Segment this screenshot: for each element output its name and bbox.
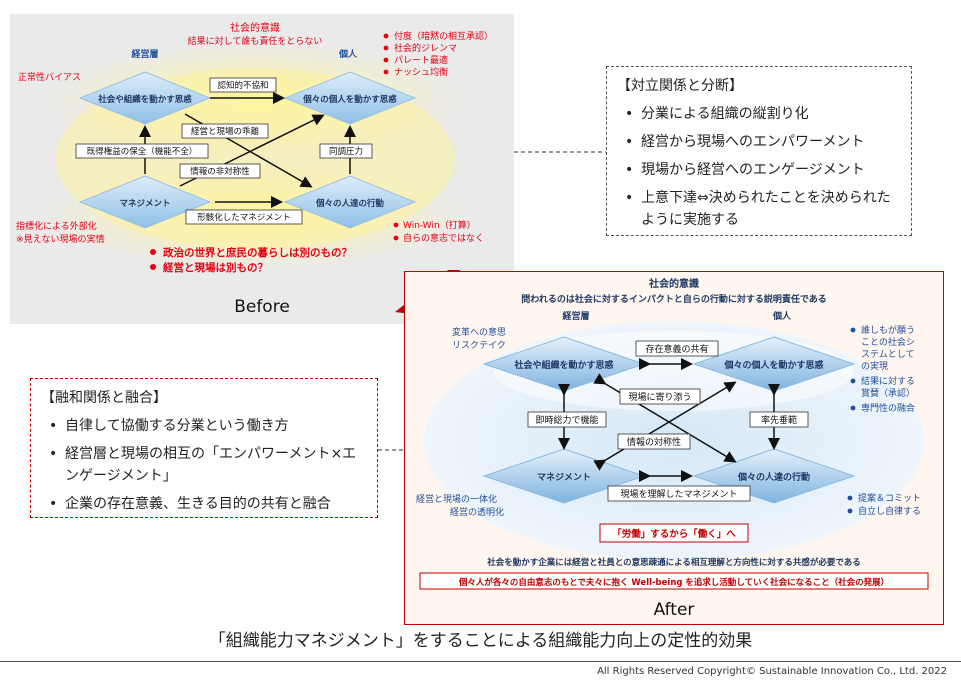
fusion-item: 企業の存在意義、生きる目的の共有と融合: [49, 493, 367, 515]
before-label-right: 同調圧力: [329, 146, 363, 157]
before-label-left: 既得権益の保全（機能不全）: [87, 146, 198, 157]
before-diamond-top-left: [78, 71, 212, 125]
fusion-item: 自律して協働する分業という働き方: [49, 415, 367, 437]
conflict-item: 経営から現場へのエンパワーメント: [625, 131, 901, 153]
svg-text:ナッシュ均衡: ナッシュ均衡: [394, 66, 448, 78]
before-label-info: 情報の非対称性: [190, 166, 250, 177]
before-label-bottom: 形骸化したマネジメント: [197, 212, 291, 223]
before-diamond-tl-label: 社会や組織を動かす思惑: [97, 94, 192, 105]
after-bullets-right: 誰しもが願う ことの社会シ ステムとして の実現 結果に対する 賞賛（承認） 専…: [850, 324, 915, 414]
before-diamond-bottom-left: [78, 175, 212, 229]
after-left-col: 経営層: [562, 310, 589, 322]
after-caption: After: [654, 600, 695, 620]
before-label-top: 認知的不協和: [217, 80, 268, 91]
after-label-top: 存在意義の共有: [645, 343, 708, 355]
conflict-box: 【対立関係と分断】 分業による組織の縦割り化 経営から現場へのエンパワーメント …: [606, 66, 912, 236]
after-label-right: 率先垂範: [761, 414, 797, 426]
after-bl-note2: 経営の透明化: [450, 506, 504, 518]
svg-text:結果に対する: 結果に対する: [861, 375, 915, 387]
after-left-note1: 変革への意思: [452, 326, 506, 338]
before-right-col: 個人: [338, 48, 358, 60]
before-diamond-tr-label: 個々の個人を動かす思惑: [302, 94, 397, 105]
svg-text:経営と現場は別もの？: 経営と現場は別もの？: [163, 261, 268, 274]
after-bottom1: 社会を動かす企業には経営と社員との意思疎通による相互理解と方向性に対する共感が必…: [486, 557, 861, 568]
fusion-box-heading: 【融和関係と融合】: [41, 390, 167, 406]
svg-text:Win-Win（打算）: Win-Win（打算）: [403, 219, 476, 231]
after-bullets-bottom-right: 提案＆コミット 自立し自律する: [847, 492, 921, 517]
after-label-bottom: 現場を理解したマネジメント: [620, 488, 737, 500]
before-label-mid: 経営と現場の乖離: [191, 126, 260, 137]
before-top-label: 社会的意識: [230, 21, 280, 34]
after-panel: 社会的意識 問われるのは社会に対するインパクトと自らの行動に対する説明責任である…: [404, 271, 944, 625]
fusion-box: 【融和関係と融合】 自律して協働する分業という働き方 経営層と現場の相互の「エン…: [30, 378, 378, 518]
before-diamond-bl-label: マネジメント: [119, 198, 170, 209]
fusion-item: 経営層と現場の相互の「エンパワーメント×エンゲージメント」: [49, 443, 367, 487]
after-diamond-bl-label: マネジメント: [537, 472, 591, 483]
after-right-col: 個人: [772, 310, 792, 322]
svg-text:ステムとして: ステムとして: [861, 349, 914, 360]
after-bottom2: 個々人が各々の自由意志のもとで夫々に抱く Well-being を追求し活動して…: [458, 577, 889, 588]
after-label-left: 即時総力で機能: [535, 414, 598, 426]
after-label-info: 情報の対称性: [627, 436, 681, 448]
svg-text:政治の世界と庶民の暮らしは別のもの？: 政治の世界と庶民の暮らしは別のもの？: [163, 246, 352, 259]
after-diamond-tr-label: 個々の個人を動かす思惑: [723, 359, 823, 371]
after-diamond-tl-label: 社会や組織を動かす思惑: [513, 359, 613, 371]
before-diamond-br-label: 個々の人達の行動: [315, 198, 385, 209]
svg-text:の実現: の実現: [861, 360, 888, 372]
svg-text:パレート最適: パレート最適: [394, 54, 448, 66]
before-left-col: 経営層: [131, 48, 158, 60]
before-top-sub: 結果に対して誰も責任をとらない: [188, 35, 323, 47]
before-caption: Before: [234, 297, 290, 317]
svg-text:自らの意志ではなく: 自らの意志ではなく: [403, 232, 484, 244]
before-panel: 社会的意識 結果に対して誰も責任をとらない 経営層 個人 正常性バイアス 付度（…: [10, 14, 514, 324]
svg-text:付度（暗黙の相互承認）: 付度（暗黙の相互承認）: [394, 30, 493, 42]
copyright: All Rights Reserved Copyright© Sustainab…: [597, 666, 947, 677]
svg-text:誰しもが願う: 誰しもが願う: [861, 324, 915, 336]
before-bullets-top-right: 付度（暗黙の相互承認） 社会的ジレンマ パレート最適 ナッシュ均衡: [383, 30, 493, 78]
after-slogan: 「労働」するから「働く」へ: [612, 528, 736, 540]
after-diamond-br-label: 個々の人達の行動: [737, 471, 810, 483]
page-title: 「組織能力マネジメント」をすることによる組織能力向上の定性的効果: [208, 631, 753, 651]
after-left-note2: リスクテイク: [452, 340, 506, 351]
before-bl-note1: 指標化による外部化: [16, 220, 97, 232]
conflict-item: 現場から経営へのエンゲージメント: [625, 159, 901, 181]
svg-text:自立し自律する: 自立し自律する: [858, 505, 921, 517]
conflict-item: 分業による組織の縦割り化: [625, 103, 901, 125]
after-top-sub: 問われるのは社会に対するインパクトと自らの行動に対する説明責任である: [521, 293, 826, 305]
after-bl-note1: 経営と現場の一体化: [416, 493, 497, 505]
before-left-note: 正常性バイアス: [18, 71, 81, 83]
svg-text:ことの社会シ: ことの社会シ: [861, 336, 915, 348]
svg-text:提案＆コミット: 提案＆コミット: [858, 492, 921, 504]
before-diamond-bottom-right: [283, 175, 417, 229]
svg-text:社会的ジレンマ: 社会的ジレンマ: [394, 42, 457, 54]
svg-text:専門性の融合: 専門性の融合: [861, 402, 915, 414]
before-bullets-bottom-right: Win-Win（打算） 自らの意志ではなく: [393, 219, 484, 244]
before-diamond-top-right: [283, 71, 417, 125]
after-label-mid: 現場に寄り添う: [628, 391, 691, 403]
before-bl-note2: ※見えない現場の実情: [16, 233, 105, 245]
after-top-label: 社会的意識: [648, 277, 699, 290]
footer-divider: [0, 661, 961, 662]
conflict-item: 上意下達⇔決められたことを決められたように実施する: [625, 187, 901, 231]
svg-text:賞賛（承認）: 賞賛（承認）: [861, 387, 915, 399]
conflict-box-heading: 【対立関係と分断】: [617, 78, 743, 94]
before-bottom-bullets: 政治の世界と庶民の暮らしは別のもの？ 経営と現場は別もの？: [150, 246, 352, 274]
